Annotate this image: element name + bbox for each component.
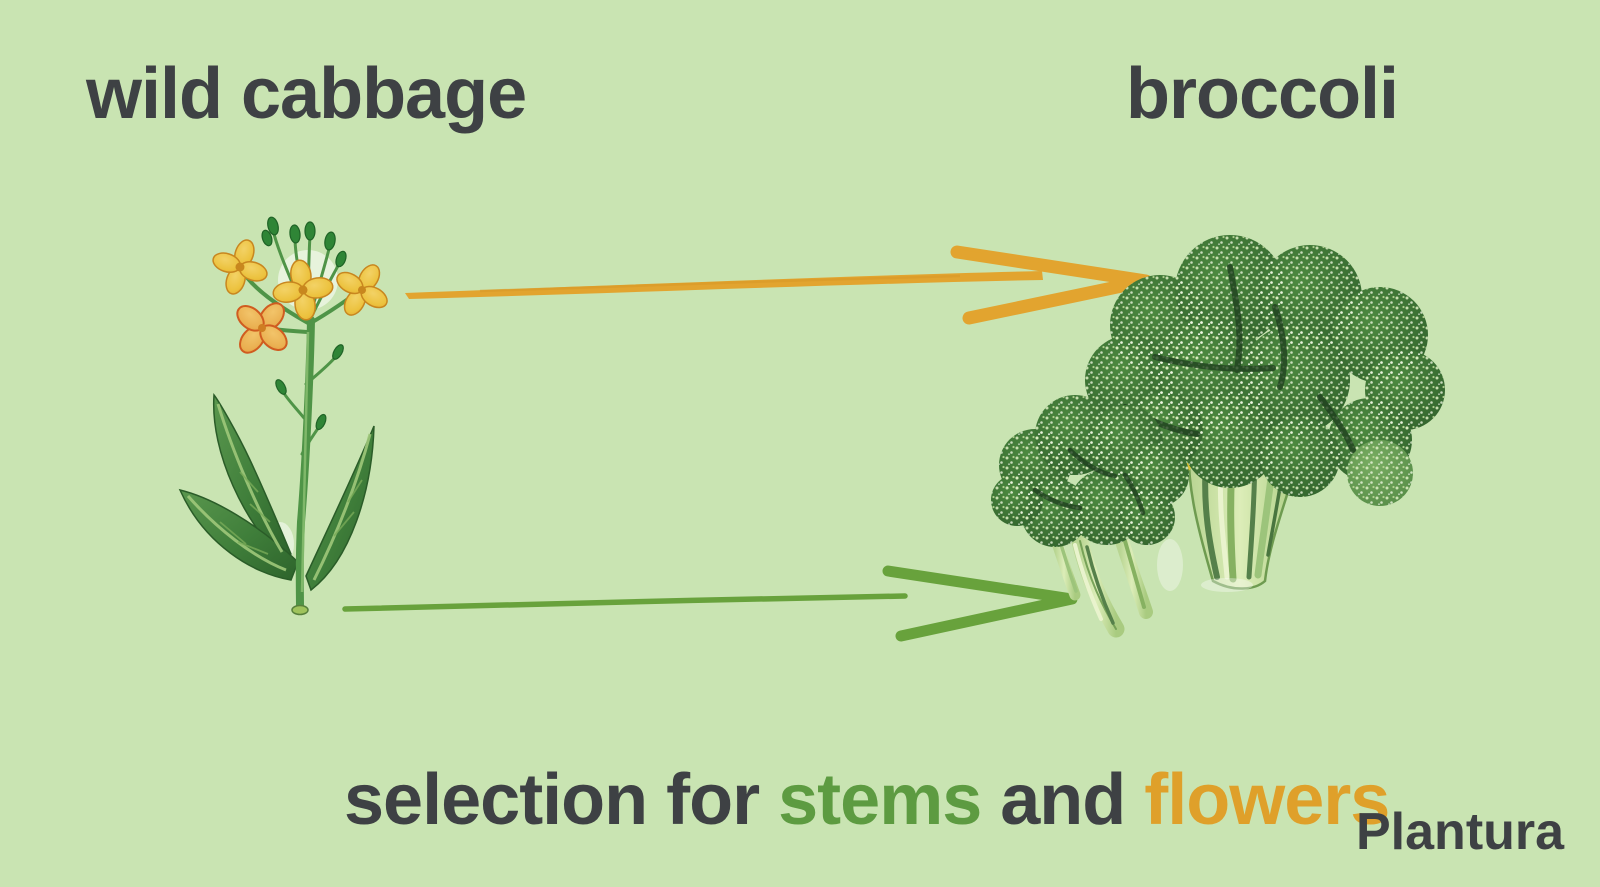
caption-stems-word: stems [778, 760, 982, 840]
wild-cabbage-illustration [178, 216, 388, 616]
selection-caption: selection for stems and flowers [268, 692, 1390, 887]
stem-highlight [300, 331, 310, 593]
paper-remnant [1157, 539, 1183, 591]
broccoli-title: broccoli [1126, 54, 1399, 134]
cabbage-leaves [178, 393, 375, 592]
caption-conjunction: and [981, 760, 1145, 840]
leaf-side-veins [219, 471, 363, 555]
broccoli-illustration [991, 235, 1445, 638]
cabbage-flowers [212, 239, 388, 354]
cut-stem-end [291, 604, 309, 616]
plantura-logo: Plantura [1356, 803, 1565, 861]
paper-remnant [1201, 578, 1253, 592]
floret-crevices [1032, 447, 1146, 516]
stems-selection-arrow [342, 565, 1078, 642]
broccoli-small [991, 395, 1189, 638]
flower-buds [261, 216, 347, 431]
caption-flowers-word: flowers [1144, 760, 1390, 840]
caption-prefix: selection for [344, 760, 779, 840]
wild-cabbage-title: wild cabbage [86, 54, 527, 134]
